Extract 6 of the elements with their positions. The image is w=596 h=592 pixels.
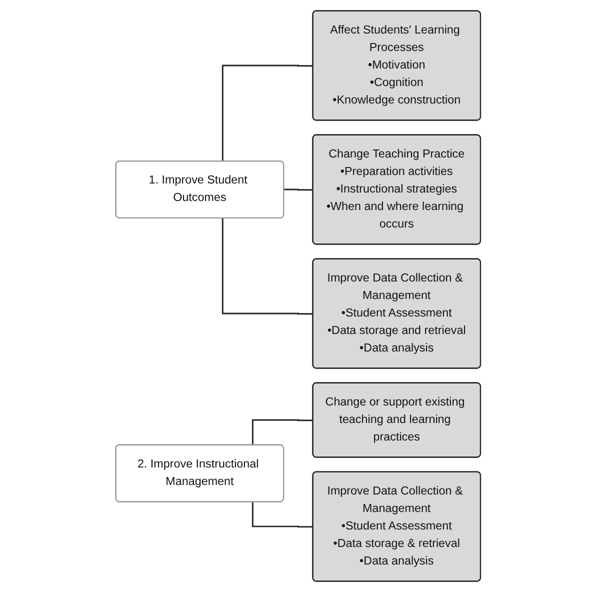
connector xyxy=(252,502,313,528)
diagram: 1. Improve Student Outcomes Affect Students' Learning Processes •Motivation •Cognition •Knowledge construction Change Teaching Practice •Preparation activities •Instructional strategies •When and where learning occurs Improve Data Collection & Management •Student Assessment •Data storage and retrieval •Data analysis 2. Improve Instructional Management Change or support existing teaching and learning practices Improve Data Collection & Management •Student Assessment •Data storage & retrieval •Data analysis xyxy=(110,5,486,587)
connector xyxy=(222,218,313,315)
connector xyxy=(222,64,313,162)
connector xyxy=(283,188,313,191)
connector xyxy=(252,419,313,446)
